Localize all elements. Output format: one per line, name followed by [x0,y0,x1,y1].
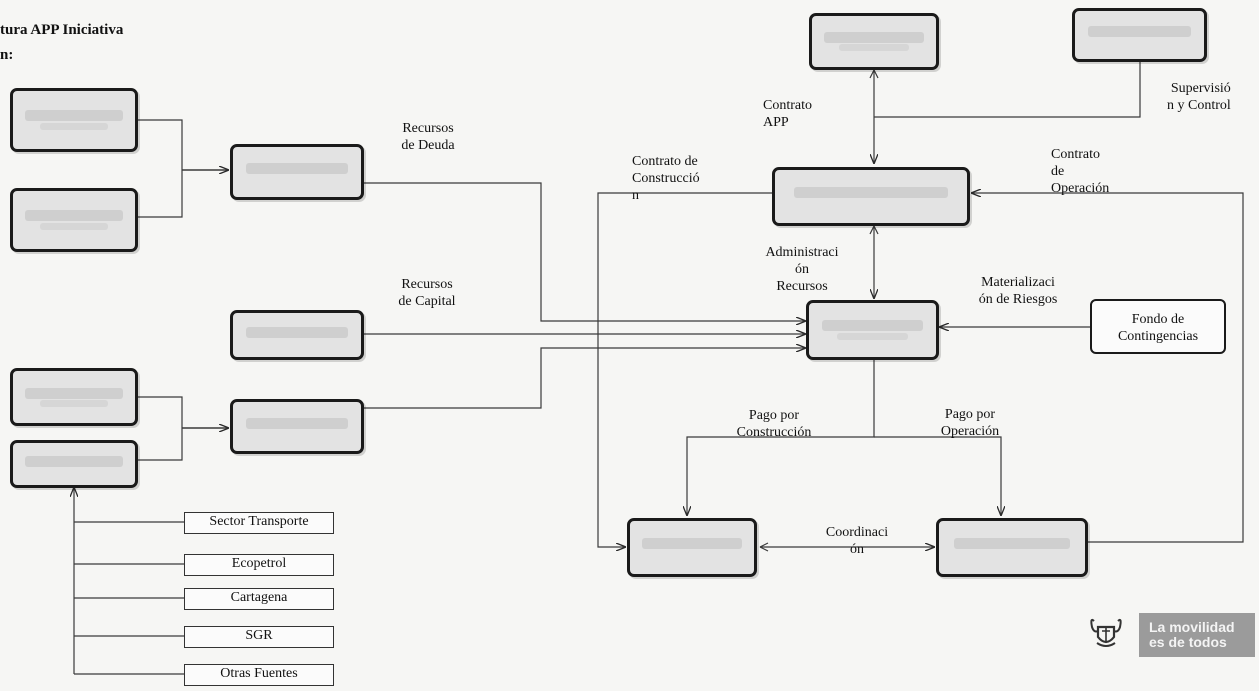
fondo-contingencias-box: Fondo de Contingencias [1090,299,1226,354]
connector-debt-to-trust [364,182,805,321]
connector-eq1 [138,396,183,428]
connector-lender1 [138,119,183,170]
source-otras-fuentes: Otras Fuentes [184,664,334,686]
source-cartagena: Cartagena [184,588,334,610]
equity-source-box-1 [10,368,138,426]
supervisor-box [1072,8,1207,62]
lender-box-2 [10,188,138,252]
connector-eq2 [138,428,183,461]
connector-supervision [874,60,1141,118]
connector-equity-to-trust [364,348,805,409]
source-sector-transporte: Sector Transporte [184,512,334,534]
source-ecopetrol: Ecopetrol [184,554,334,576]
debt-box [230,144,364,200]
equity-source-box-2 [10,440,138,488]
label-contrato-operacion: Contrato de Operación [1051,147,1110,196]
connector-payments [687,360,875,515]
grantor-box [809,13,939,70]
page-subtitle: n: [0,47,14,63]
fondo-line2: Contingencias [1117,329,1199,344]
equity-box [230,399,364,454]
lender-box-1 [10,88,138,152]
connector-construction-contract [597,192,772,547]
label-administracion: Administraci ón Recursos [765,245,839,294]
concessionaire-box [772,167,970,226]
label-contrato-construccion: Contrato de Construcció n [632,154,700,203]
connector-payments-op [874,436,1001,515]
source-sgr: SGR [184,626,334,648]
fondo-line1: Fondo de [1131,312,1185,327]
connector-lender2 [138,170,183,218]
capital-box [230,310,364,360]
page-title: tura APP Iniciativa [0,22,124,38]
coat-of-arms-icon [1090,618,1122,647]
trust-box [806,300,939,360]
movilidad-logo: La movilidad es de todos [1139,613,1255,657]
constructor-box [627,518,757,577]
connector-operation-contract [972,193,1244,543]
operator-box [936,518,1088,577]
